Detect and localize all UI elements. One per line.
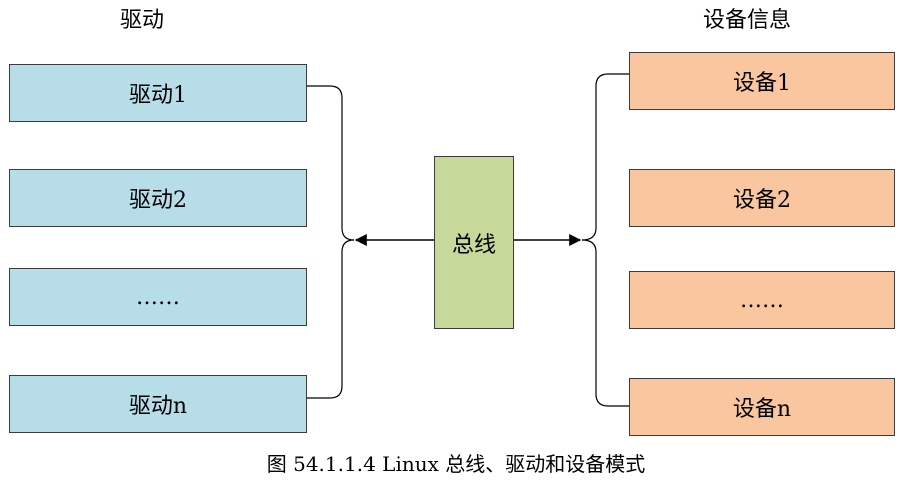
driver-box-n: 驱动n — [9, 375, 307, 433]
devices-heading: 设备信息 — [703, 8, 792, 33]
connector-driver-1 — [307, 85, 355, 241]
device-box-ellipsis: …… — [629, 271, 895, 329]
bus-box: 总线 — [434, 156, 514, 329]
figure-caption: 图 54.1.1.4 Linux 总线、驱动和设备模式 — [266, 452, 646, 476]
device-box-2: 设备2 — [629, 169, 895, 227]
driver-box-ellipsis: …… — [9, 268, 307, 326]
driver-box-2: 驱动2 — [9, 169, 307, 227]
driver-box-1: 驱动1 — [9, 64, 307, 122]
connector-device-1 — [581, 73, 629, 241]
drivers-heading: 驱动 — [120, 8, 165, 33]
device-box-1: 设备1 — [629, 52, 895, 110]
device-box-n: 设备n — [629, 378, 895, 436]
connector-driver-n — [307, 239, 355, 399]
connector-device-n — [581, 239, 629, 407]
